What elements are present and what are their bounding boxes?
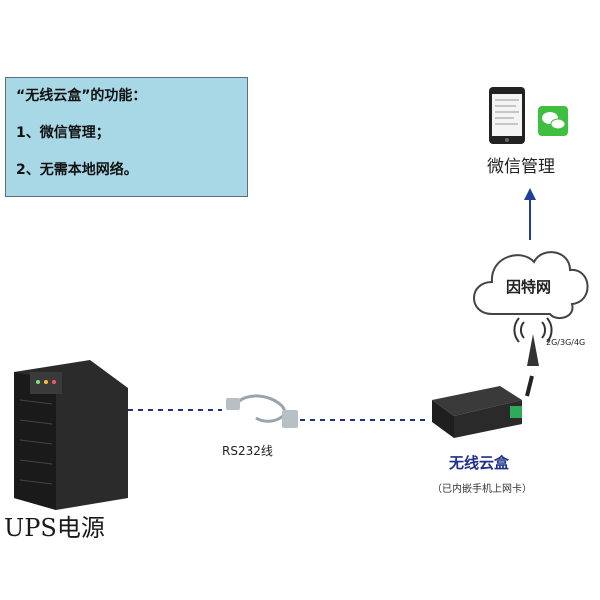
ups-unit [14, 360, 128, 510]
ups-label: UPS电源 [4, 514, 105, 542]
device-note: （已内嵌手机上网卡） [432, 484, 532, 495]
info-item-wechat: 1、微信管理； [16, 125, 110, 141]
up-arrow [524, 188, 536, 240]
phone-icon [489, 87, 525, 144]
device-name: 无线云盒 [449, 454, 510, 472]
cable-label: RS232线 [222, 444, 273, 458]
feature-info-box: “无线云盒”的功能： 1、微信管理； 2、无需本地网络。 [5, 77, 248, 197]
info-title: “无线云盒”的功能： [16, 88, 147, 104]
signal-label: 2G/3G/4G [546, 338, 586, 347]
info-item-network: 2、无需本地网络。 [16, 162, 138, 178]
wechat-label: 微信管理 [487, 157, 555, 177]
cloud-label: 因特网 [506, 278, 552, 296]
cloud-box-device [432, 375, 534, 438]
cloud-icon [473, 251, 589, 320]
signal-tower-icon [513, 317, 553, 366]
wechat-icon [538, 106, 568, 136]
rs232-cable-icon [226, 394, 298, 428]
